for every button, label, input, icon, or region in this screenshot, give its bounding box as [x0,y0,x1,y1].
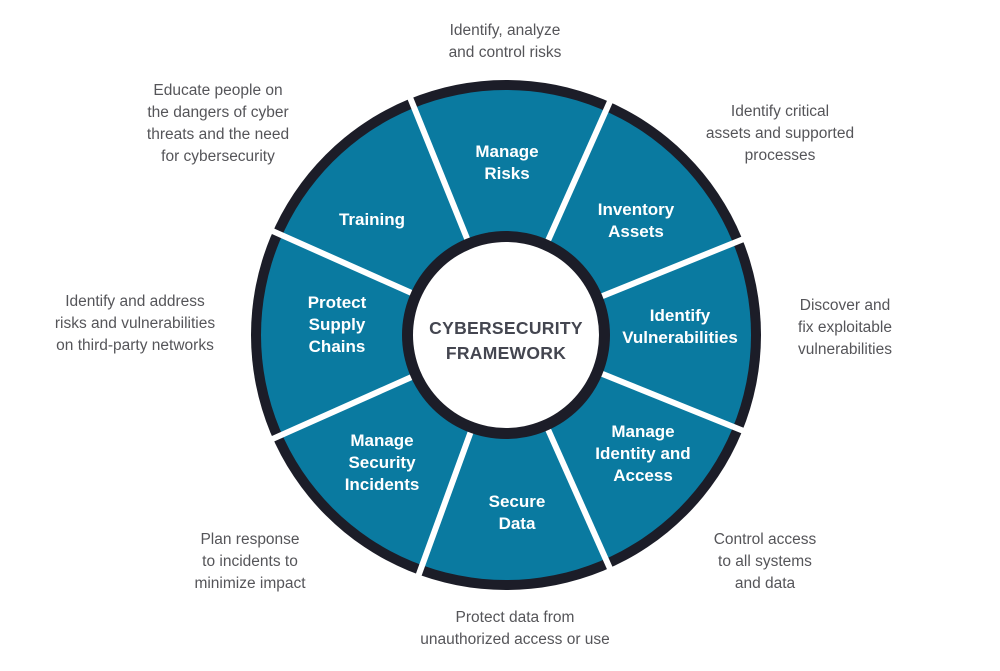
segment-separator [265,225,421,300]
segment-separators [265,90,751,583]
segment-separator [592,367,751,436]
segment-separator [405,90,474,249]
note-secure-data: Protect data from unauthorized access or… [420,609,610,648]
segment-separator [265,370,421,445]
segment-separator [541,420,616,576]
note-inventory-assets: Identify critical assets and supported p… [705,103,855,164]
segment-separator [413,423,477,583]
center-title-line1: CYBERSECURITY [429,318,583,338]
segment-separator [541,94,616,250]
center-title-line2: FRAMEWORK [446,343,566,363]
note-manage-security-incidents: Plan response to incidents to minimize i… [194,531,306,592]
note-identify-vulnerabilities: Discover and fix exploitable vulnerabili… [798,297,892,358]
note-training: Educate people on the dangers of cyber t… [146,82,290,165]
note-manage-identity-access: Control access to all systems and data [713,531,817,592]
note-protect-supply-chains: Identify and address risks and vulnerabi… [54,293,216,354]
center-circle [413,242,599,428]
segment-separator [592,234,751,303]
segment-label-training: Training [339,210,405,229]
note-manage-risks: Identify, analyze and control risks [448,22,562,61]
